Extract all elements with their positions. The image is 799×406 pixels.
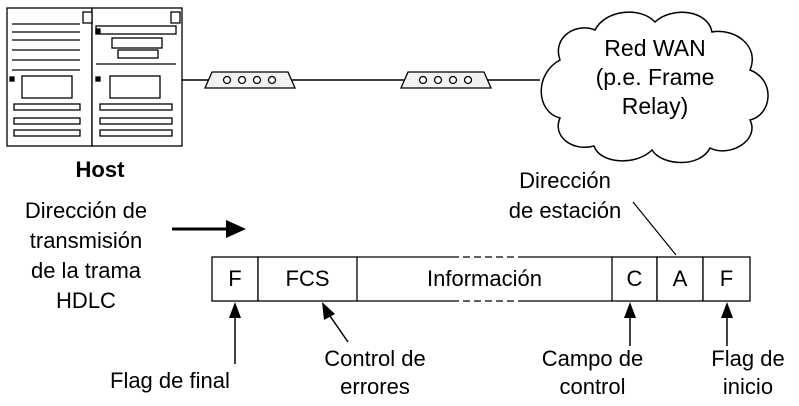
field-information: Información — [427, 266, 542, 291]
wan-label: Red WAN (p.e. Frame Relay) — [570, 34, 740, 121]
error-control-line: Control de — [324, 346, 426, 371]
field-flag-end: F — [228, 266, 242, 291]
wan-label-line: (p.e. Frame — [595, 64, 715, 90]
error-control-arrow — [322, 302, 349, 343]
wan-label-line: Red WAN — [604, 35, 706, 61]
flag-start-line: Flag de — [711, 346, 785, 371]
flag-end-label: Flag de final — [110, 368, 230, 393]
arrow-right-icon — [172, 220, 246, 238]
wan-label-line: Relay) — [621, 93, 689, 119]
transmission-direction-label: Dirección de transmisión de la trama HDL… — [0, 196, 172, 316]
control-field-label: Campo de control — [530, 345, 655, 401]
field-control: C — [626, 266, 643, 291]
station-address-line: de estación — [508, 198, 622, 223]
host-label: Host — [75, 157, 125, 182]
station-address-line: Dirección — [519, 168, 611, 193]
transmission-line: transmisión — [29, 228, 143, 253]
hdlc-frame — [211, 256, 751, 302]
flag-start-arrow — [721, 302, 733, 346]
field-address: A — [672, 266, 688, 291]
control-field-line: Campo de — [541, 346, 644, 371]
station-address-label: Dirección de estación — [490, 166, 640, 226]
flag-end-arrow — [229, 302, 241, 364]
control-field-arrow — [624, 302, 636, 346]
transmission-line: Dirección de — [24, 198, 148, 223]
field-fcs: FCS — [285, 266, 330, 291]
flag-start-label: Flag de inicio — [700, 345, 796, 401]
cloud-icon — [540, 11, 769, 164]
transmission-line: de la trama — [30, 258, 142, 283]
modem-icon — [204, 71, 296, 89]
server-rack-icon — [6, 7, 183, 147]
modem-icon — [400, 71, 492, 89]
error-control-line: errores — [340, 374, 410, 399]
field-flag-start: F — [719, 266, 734, 291]
station-address-pointer — [632, 201, 677, 256]
flag-start-line: inicio — [722, 374, 774, 399]
transmission-line: HDLC — [56, 288, 116, 313]
control-field-line: control — [559, 374, 626, 399]
error-control-label: Control de errores — [300, 345, 450, 401]
